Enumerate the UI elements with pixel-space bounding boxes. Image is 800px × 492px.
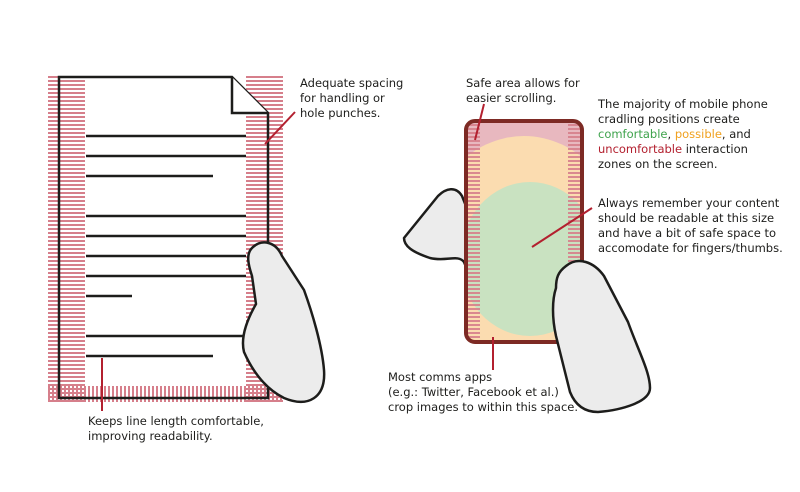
comms-apps-line-3: crop images to within this space.	[388, 400, 579, 414]
comfortable-term: comfortable	[598, 127, 668, 141]
line-length-note: Keeps line length comfortable, improving…	[88, 414, 264, 444]
leader-lines	[101, 103, 593, 411]
cradling-line-1: The majority of mobile phone	[598, 97, 768, 111]
readable-line-1: Always remember your content	[598, 196, 780, 210]
cradling-line-4-tail: interaction	[682, 142, 748, 156]
adequate-spacing-line-3: hole punches.	[300, 106, 381, 120]
phone-left-safe-stripes	[466, 121, 480, 342]
document-text-lines	[86, 134, 246, 358]
readable-line-4: accomodate for fingers/thumbs.	[598, 241, 783, 255]
cradling-line-5: zones on the screen.	[598, 157, 718, 171]
cradling-line-2: cradling positions create	[598, 112, 740, 126]
uncomfortable-term: uncomfortable	[598, 142, 683, 156]
left-margin-stripes	[48, 74, 85, 402]
leader-readable	[531, 207, 593, 248]
line-length-line-1: Keeps line length comfortable,	[88, 414, 264, 428]
document-icon	[57, 75, 270, 400]
phone-right-hand-icon	[551, 259, 652, 414]
adequate-spacing-line-1: Adequate spacing	[300, 76, 404, 90]
comms-apps-line-1: Most comms apps	[388, 370, 493, 384]
cradling-line-4: uncomfortable interaction	[598, 142, 768, 157]
leader-adequate-spacing	[264, 111, 296, 145]
safe-area-line-1: Safe area allows for	[466, 76, 580, 90]
cradling-separator-2: , and	[721, 127, 751, 141]
cradling-note: The majority of mobile phone cradling po…	[598, 97, 768, 172]
line-length-line-2: improving readability.	[88, 429, 213, 443]
cradling-separator-1: ,	[667, 127, 675, 141]
bottom-margin-stripes	[48, 386, 283, 402]
cradling-line-3: comfortable, possible, and	[598, 127, 768, 142]
readable-line-2: should be readable at this size	[598, 211, 775, 225]
safe-area-note: Safe area allows for easier scrolling.	[466, 76, 580, 106]
readable-line-3: and have a bit of safe space to	[598, 226, 777, 240]
comms-apps-line-2: (e.g.: Twitter, Facebook et al.)	[388, 385, 559, 399]
adequate-spacing-line-2: for handling or	[300, 91, 385, 105]
adequate-spacing-note: Adequate spacing for handling or hole pu…	[300, 76, 403, 121]
safe-area-line-2: easier scrolling.	[466, 91, 557, 105]
possible-term: possible	[674, 127, 722, 141]
comms-apps-note: Most comms apps (e.g.: Twitter, Facebook…	[388, 370, 578, 415]
leader-safe-area	[474, 103, 485, 141]
readable-note: Always remember your content should be r…	[598, 196, 783, 256]
left-hand-icon	[241, 241, 326, 403]
